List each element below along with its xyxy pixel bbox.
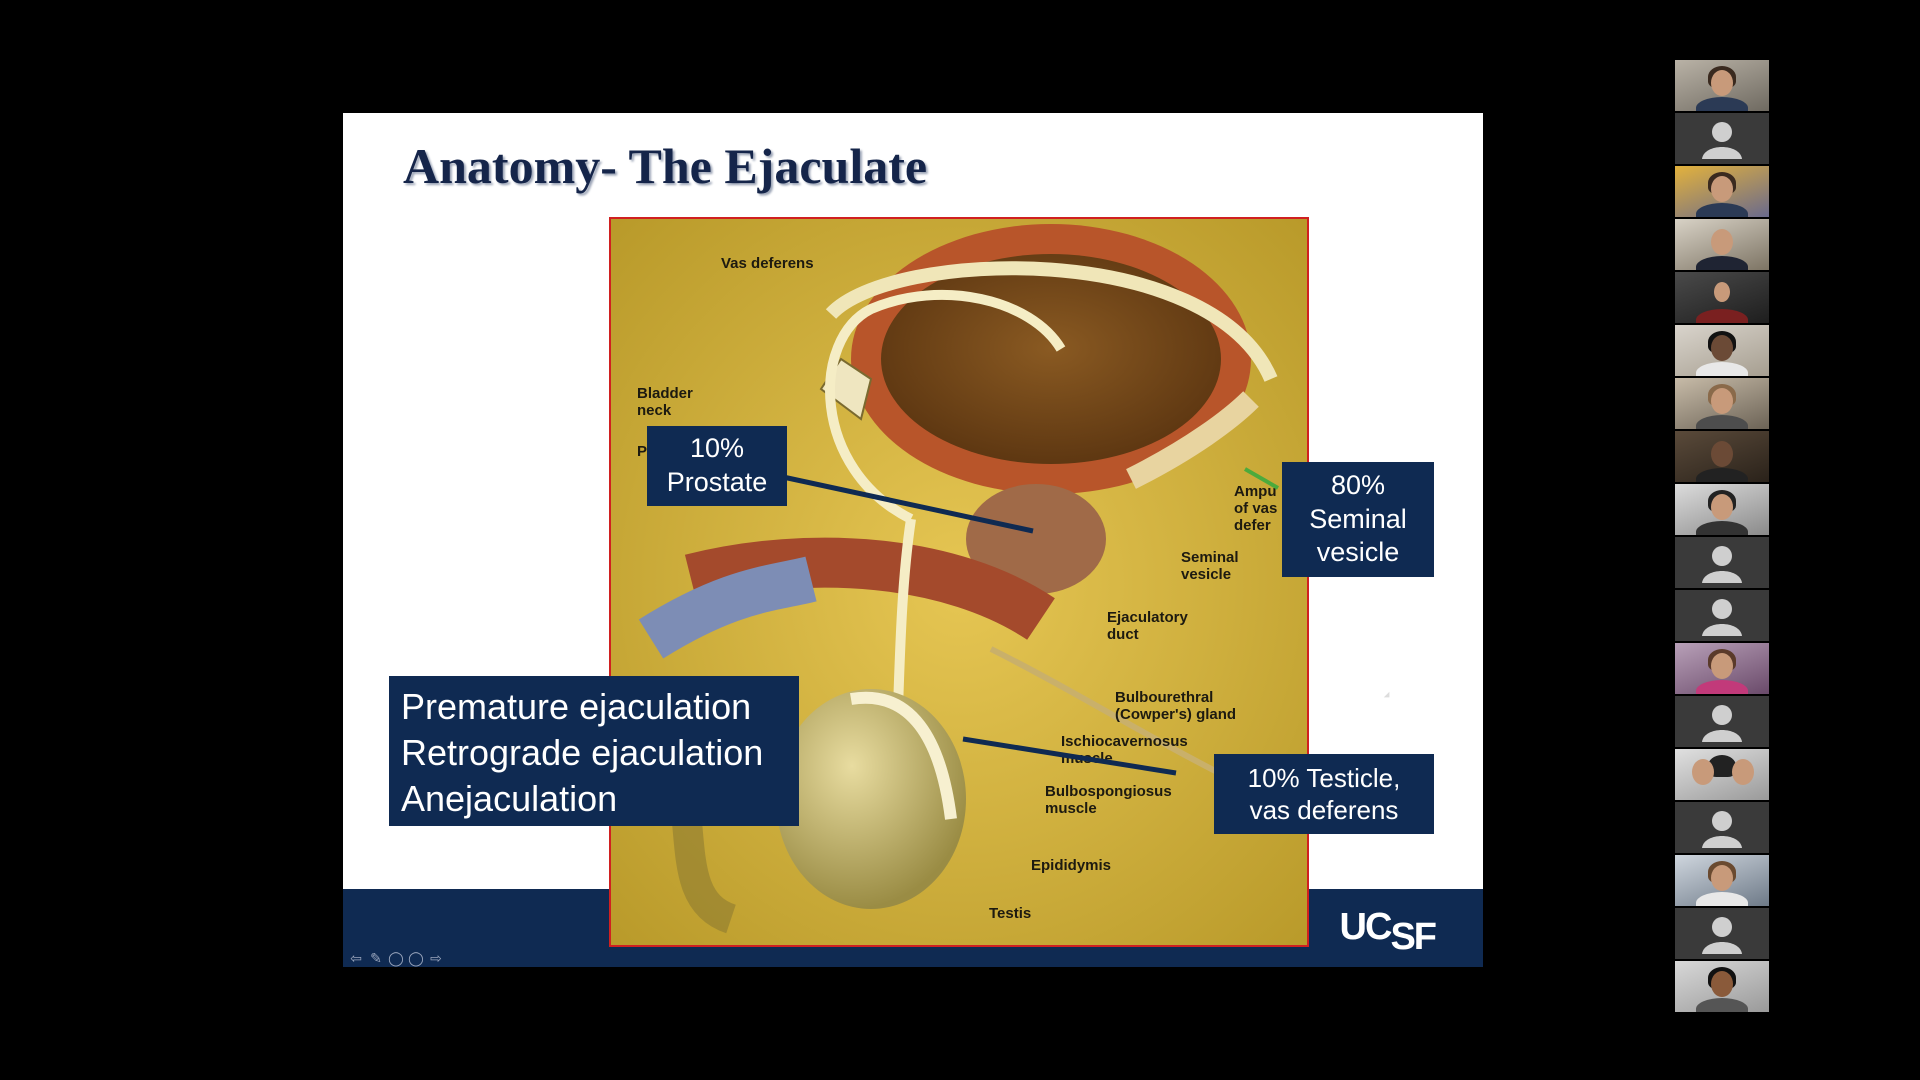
slide-nav-toolbar: ⇦ ✎ ◯ ◯ ⇨ — [347, 949, 445, 967]
user-avatar-icon — [1702, 121, 1742, 159]
conditions-list: Premature ejaculation Retrograde ejacula… — [389, 676, 799, 826]
arrow-right-icon[interactable]: ⇨ — [430, 949, 442, 966]
label-bulbourethral: Bulbourethral (Cowper's) gland — [1115, 689, 1237, 723]
participant-video-tile[interactable] — [1675, 643, 1769, 694]
participant-placeholder-tile[interactable] — [1675, 113, 1769, 164]
user-avatar-icon — [1702, 598, 1742, 636]
user-avatar-icon — [1702, 810, 1742, 848]
callout-prostate: 10% Prostate — [647, 426, 787, 506]
label-ejaculatory-duct: Ejaculatory duct — [1107, 609, 1188, 643]
participant-video-tile[interactable] — [1675, 60, 1769, 111]
label-epididymis: Epididymis — [1031, 857, 1112, 874]
circle-icon[interactable]: ◯ — [408, 949, 424, 966]
participant-placeholder-tile[interactable] — [1675, 802, 1769, 853]
participant-video-tile[interactable] — [1675, 378, 1769, 429]
circle-icon[interactable]: ◯ — [388, 949, 404, 966]
participant-video-tile[interactable] — [1675, 166, 1769, 217]
participant-video-tile[interactable] — [1675, 484, 1769, 535]
label-vas-deferens: Vas deferens — [721, 255, 814, 272]
arrow-left-icon[interactable]: ⇦ — [350, 949, 362, 966]
participant-video-tile[interactable] — [1675, 272, 1769, 323]
label-p-fragment: P — [637, 443, 648, 460]
label-seminal-vesicle: Seminal vesicle — [1181, 549, 1239, 583]
pen-icon[interactable]: ✎ — [370, 949, 382, 966]
participants-strip — [1675, 60, 1769, 1014]
user-avatar-icon — [1702, 704, 1742, 742]
participant-video-tile[interactable] — [1675, 855, 1769, 906]
participant-placeholder-tile[interactable] — [1675, 590, 1769, 641]
condition-item: Anejaculation — [401, 778, 618, 819]
anatomy-illustration: Vas deferens Bladder neck P Ampu of vas … — [609, 217, 1309, 947]
callout-seminal-vesicle: 80% Seminal vesicle — [1282, 462, 1434, 577]
label-ampulla: Ampu of vas defer — [1234, 483, 1278, 534]
participant-video-tile[interactable] — [1675, 749, 1769, 800]
label-bulbospongiosus: Bulbospongiosus muscle — [1045, 783, 1172, 817]
label-testis: Testis — [989, 905, 1032, 922]
callout-leader-lines — [782, 467, 1279, 776]
participant-video-tile[interactable] — [1675, 219, 1769, 270]
participant-placeholder-tile[interactable] — [1675, 908, 1769, 959]
condition-item: Retrograde ejaculation — [401, 732, 764, 773]
participant-placeholder-tile[interactable] — [1675, 537, 1769, 588]
callout-testicle: 10% Testicle, vas deferens — [1214, 754, 1434, 834]
participant-placeholder-tile[interactable] — [1675, 696, 1769, 747]
participant-video-tile[interactable] — [1675, 325, 1769, 376]
user-avatar-icon — [1702, 545, 1742, 583]
condition-item: Premature ejaculation — [401, 686, 752, 727]
participant-video-tile[interactable] — [1675, 961, 1769, 1012]
label-bladder-neck: Bladder neck — [637, 385, 693, 419]
user-avatar-icon — [1702, 916, 1742, 954]
slide-title: Anatomy- The Ejaculate — [403, 138, 928, 194]
participant-video-tile[interactable] — [1675, 431, 1769, 482]
ucsf-logo: UCSF — [1339, 906, 1437, 958]
presentation-slide: Anatomy- The Ejaculate UCSF — [343, 113, 1483, 967]
